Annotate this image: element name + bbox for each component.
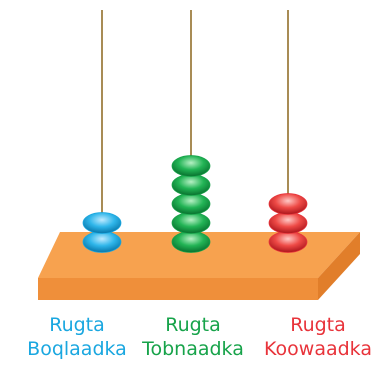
label-tens-line2: Tobnaadka (142, 338, 244, 360)
bead-tens (171, 193, 211, 215)
beads-layer (82, 155, 308, 253)
bead-hundreds (268, 212, 308, 234)
bead-tens (171, 212, 211, 234)
bead-ones (82, 212, 122, 234)
bead-hundreds (268, 231, 308, 253)
label-tens-line1: Rugta (165, 314, 221, 336)
board-side-face (318, 232, 360, 300)
label-hundreds-line1: Rugta (290, 314, 346, 336)
label-ones-line2: Boqlaadka (27, 338, 127, 360)
label-ones-line1: Rugta (49, 314, 105, 336)
bead-tens (171, 155, 211, 177)
label-hundreds-line2: Koowaadka (264, 338, 372, 360)
label-tens: Rugta Tobnaadka (118, 313, 268, 361)
board-front-face (38, 278, 318, 300)
bead-tens (171, 174, 211, 196)
bead-tens (171, 231, 211, 253)
label-ones: Rugta Boqlaadka (2, 313, 152, 361)
bead-ones (82, 231, 122, 253)
label-hundreds: Rugta Koowaadka (243, 313, 390, 361)
bead-hundreds (268, 193, 308, 215)
